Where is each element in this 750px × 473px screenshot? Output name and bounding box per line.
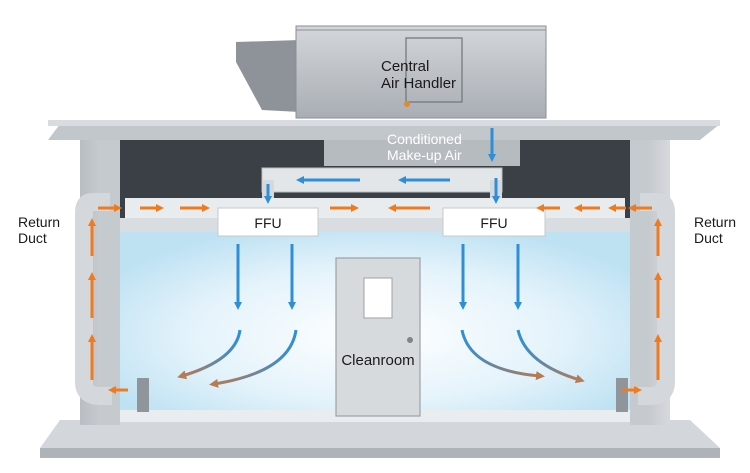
cleanroom-label: Cleanroom [341,352,415,369]
ffu-right-label: FFU [480,215,508,231]
floor-slab [40,420,720,448]
return-grille-left [137,378,149,412]
curve-left-2 [209,329,298,388]
return-air-arrows [88,204,662,394]
door-knob[interactable] [407,337,413,343]
door-window [363,277,393,319]
makeup-air-label: Conditioned Make-up Air [387,131,462,164]
return-duct-left [75,193,112,405]
supply-duct-main [261,167,503,193]
ahu-access-door [405,37,463,103]
ffu-left-label: FFU [254,215,282,231]
return-duct-left-label: Return Duct [18,214,61,247]
left-wall-inner [100,140,120,425]
return-duct-right-label: Return Duct [694,214,737,247]
room-airflow-curves [177,329,585,388]
curve-right-2 [516,329,585,384]
ahu-hood [236,40,300,112]
curve-left-1 [177,329,242,380]
curve-right-1 [460,329,545,381]
return-duct-right [638,193,675,405]
ahu-indicator [404,101,410,107]
makeup-air-box [324,140,520,166]
ffu-right-box [442,207,546,237]
air-handler-unit [295,25,547,119]
air-handler-label: Central Air Handler [381,58,457,93]
return-grille-right [616,378,628,412]
right-wall-inner [630,140,650,425]
ffu-left-box [217,207,319,237]
ceiling-grid [120,218,630,232]
floor-edge [40,448,720,458]
supply-air-arrows [234,128,522,310]
roof-slab [48,124,720,140]
roof-edge [48,120,720,126]
